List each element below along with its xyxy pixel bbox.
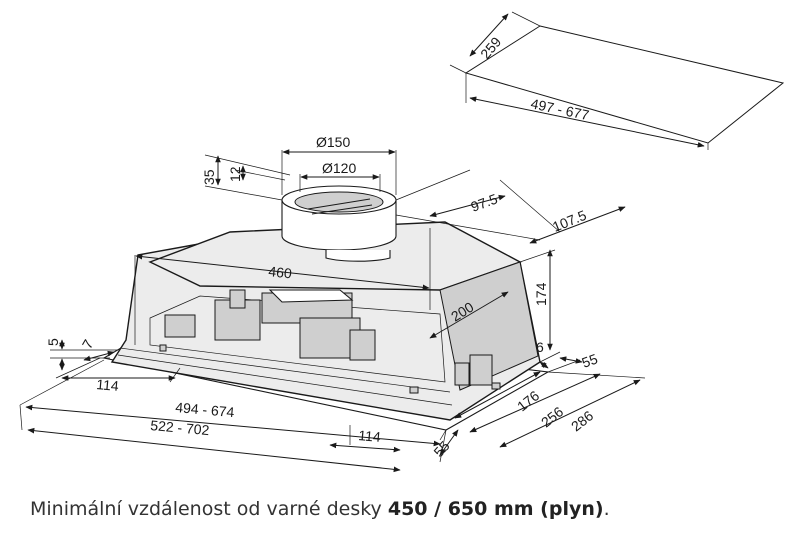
outlet-offset-depth-label: 97.5 xyxy=(469,190,500,214)
frame-thickness-label: 5 xyxy=(45,338,61,346)
side-offset-left-label: 114 xyxy=(96,376,120,394)
cutout-depth-label: 259 xyxy=(477,34,504,62)
caption-prefix: Minimální vzdálenost od varné desky xyxy=(30,498,388,520)
technical-drawing: 259 497 - 677 xyxy=(19,11,785,473)
caption-suffix: . xyxy=(603,498,610,520)
inner-width-label: 494 - 674 xyxy=(175,399,236,420)
body-height-label: 174 xyxy=(533,282,549,306)
outlet-collar xyxy=(281,185,397,262)
caption-bold: 450 / 650 mm (plyn) xyxy=(387,498,604,520)
outer-width-label: 522 - 702 xyxy=(150,417,211,438)
outlet-dims xyxy=(204,149,626,244)
depth-286-label: 286 xyxy=(568,407,596,434)
side-offset-right-label: 114 xyxy=(358,427,382,445)
outlet-inner-diameter-label: Ø120 xyxy=(322,160,356,176)
front-lip-label: 55 xyxy=(430,438,452,460)
small-gap-label: 6 xyxy=(536,339,544,355)
caption: Minimální vzdálenost od varné desky 450 … xyxy=(30,498,610,520)
collar-height-label: 12 xyxy=(227,166,243,182)
outlet-height-label: 35 xyxy=(201,169,217,185)
cutout-plate xyxy=(449,11,785,150)
side-lip-label: 55 xyxy=(580,350,600,370)
depth-dims xyxy=(439,356,646,463)
body-dims xyxy=(134,228,561,363)
outlet-outer-diameter-label: Ø150 xyxy=(316,134,350,150)
frame-inset-label: 7 xyxy=(79,337,97,352)
outlet-offset-total-label: 107.5 xyxy=(550,207,589,235)
body-width-label: 460 xyxy=(268,263,293,281)
cutout-width-label: 497 - 677 xyxy=(529,95,590,123)
